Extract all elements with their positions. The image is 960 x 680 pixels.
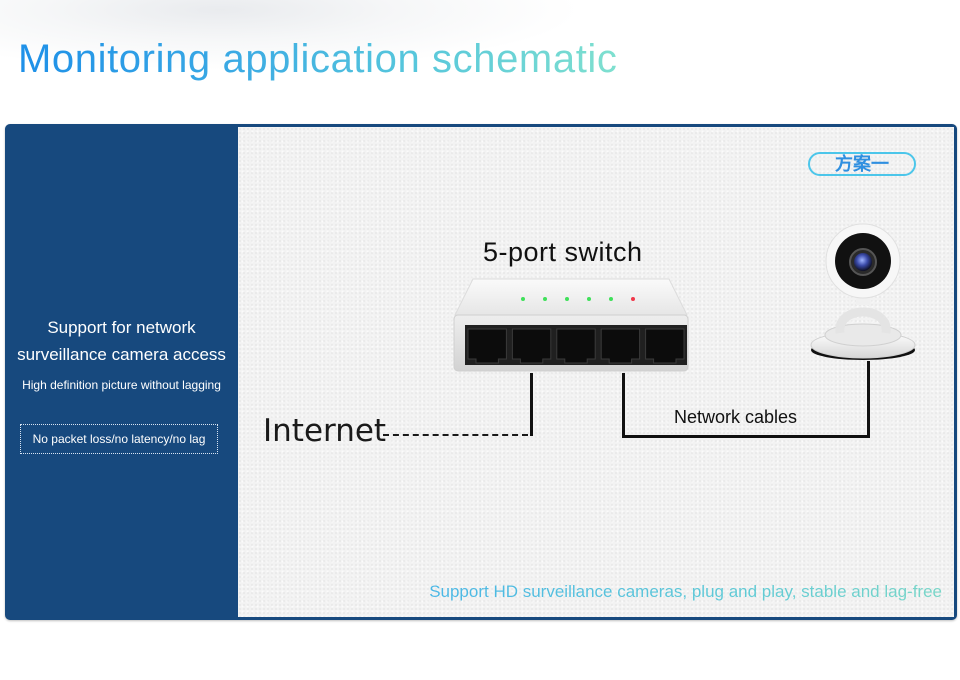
- side-panel-title: Support for network surveillance camera …: [5, 314, 238, 368]
- ethernet-port: [467, 328, 507, 364]
- camera-stand: [835, 307, 891, 334]
- switch-led: [587, 297, 591, 301]
- ip-camera-icon: [810, 223, 916, 360]
- switch-led: [565, 297, 569, 301]
- side-title-line2: surveillance camera access: [17, 345, 226, 364]
- side-panel-badge: No packet loss/no latency/no lag: [20, 424, 218, 454]
- network-switch-icon: [453, 278, 689, 372]
- network-cables-label: Network cables: [674, 407, 798, 427]
- internet-wire-vertical: [530, 373, 533, 436]
- plan-badge: 方案一: [808, 152, 916, 176]
- side-title-line1: Support for network: [47, 318, 196, 337]
- diagram-canvas: 方案一 5-port switch: [238, 127, 954, 617]
- switch-led: [543, 297, 547, 301]
- ethernet-port: [511, 328, 552, 364]
- switch-led: [521, 297, 525, 301]
- switch-label: 5-port switch: [483, 237, 643, 267]
- ethernet-port: [556, 328, 596, 364]
- footer-caption: Support HD surveillance cameras, plug an…: [429, 582, 942, 601]
- ethernet-port: [600, 328, 641, 364]
- switch-top-face: [454, 278, 688, 316]
- internet-wire-dashed: [383, 434, 528, 436]
- side-panel: Support for network surveillance camera …: [5, 124, 238, 620]
- ethernet-port: [645, 328, 685, 364]
- page-title: Monitoring application schematic: [18, 34, 618, 84]
- cable-left-vertical: [622, 373, 625, 437]
- switch-leds: [521, 297, 635, 301]
- side-panel-subtitle: High definition picture without lagging: [22, 378, 221, 392]
- switch-led: [631, 297, 635, 301]
- schematic-frame: Support for network surveillance camera …: [5, 124, 957, 620]
- camera-lens: [854, 253, 872, 271]
- cable-right-vertical: [867, 361, 870, 438]
- internet-label: Internet: [263, 413, 387, 449]
- cable-horizontal: [622, 435, 870, 438]
- switch-led: [609, 297, 613, 301]
- switch-ports: [467, 328, 685, 364]
